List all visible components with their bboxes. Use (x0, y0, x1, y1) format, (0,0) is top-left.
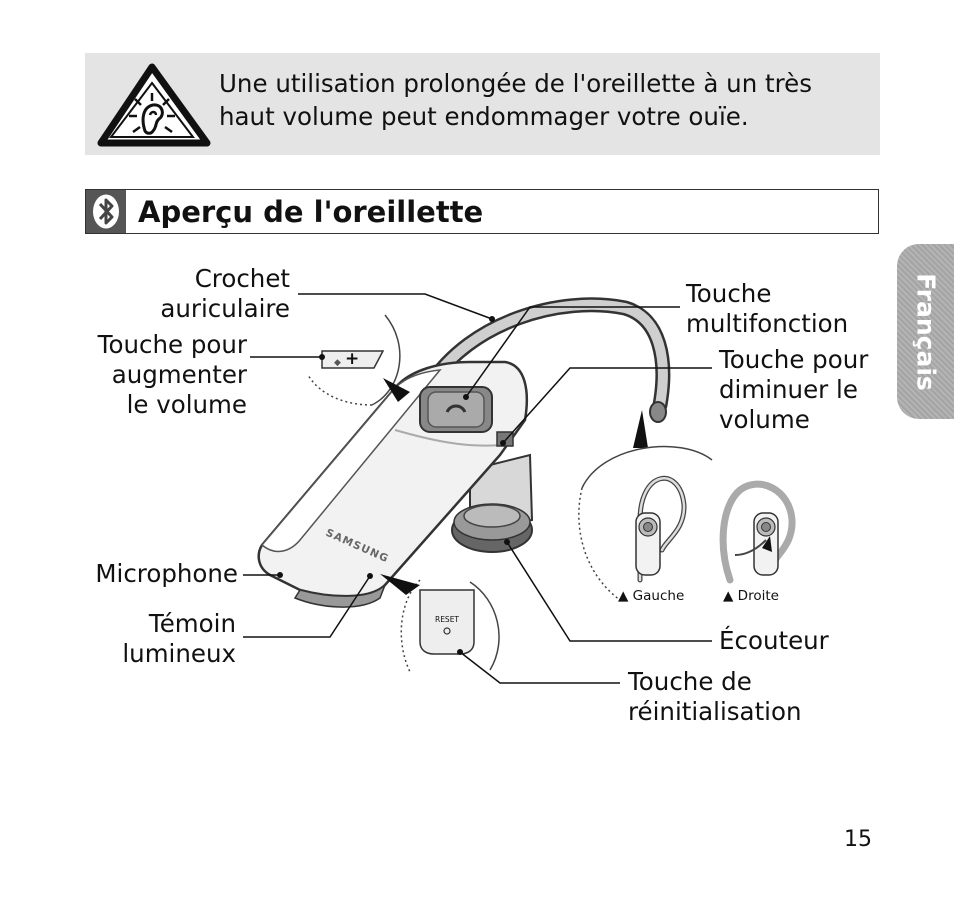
headset-body: SAMSUNG (257, 360, 529, 608)
label-microphone: Microphone (95, 559, 238, 588)
label-ear-hook: Crochet auriculaire (160, 264, 290, 323)
leader-lines (243, 293, 712, 684)
leader-dots (277, 316, 510, 655)
warning-line-1: Une utilisation prolongée de l'oreillett… (219, 69, 813, 98)
svg-text:◆: ◆ (334, 358, 341, 368)
caption-right-ear: ▲ Droite (723, 588, 779, 604)
label-volume-up: Touche pour augmenter le volume (97, 330, 247, 419)
label-speaker: Écouteur (719, 626, 829, 655)
bluetooth-icon (86, 190, 126, 233)
ear-hook-illustration (422, 297, 671, 423)
warning-line-2: haut volume peut endommager votre ouïe. (219, 102, 749, 131)
section-header: Aperçu de l'oreillette (85, 189, 879, 234)
label-indicator-light: Témoin lumineux (122, 609, 236, 668)
hearing-damage-warning-icon (97, 63, 211, 147)
reset-text: RESET (435, 615, 459, 624)
svg-text:+: + (345, 349, 359, 369)
page-number: 15 (844, 827, 872, 852)
label-reset-key: Touche de réinitialisation (628, 667, 802, 726)
wearing-inset (578, 410, 796, 601)
caption-left-ear: ▲ Gauche (618, 588, 685, 604)
language-tab (897, 244, 954, 419)
label-multifunction: Touche multifonction (686, 279, 849, 338)
warning-text: Une utilisation prolongée de l'oreillett… (219, 67, 859, 133)
warning-box: Une utilisation prolongée de l'oreillett… (85, 53, 880, 155)
reset-zoom: RESET (380, 574, 500, 673)
volume-up-zoom: + ◆ (307, 314, 410, 406)
earpiece-illustration (451, 453, 534, 553)
section-title: Aperçu de l'oreillette (138, 195, 484, 229)
label-volume-down: Touche pour diminuer le volume (719, 345, 869, 434)
